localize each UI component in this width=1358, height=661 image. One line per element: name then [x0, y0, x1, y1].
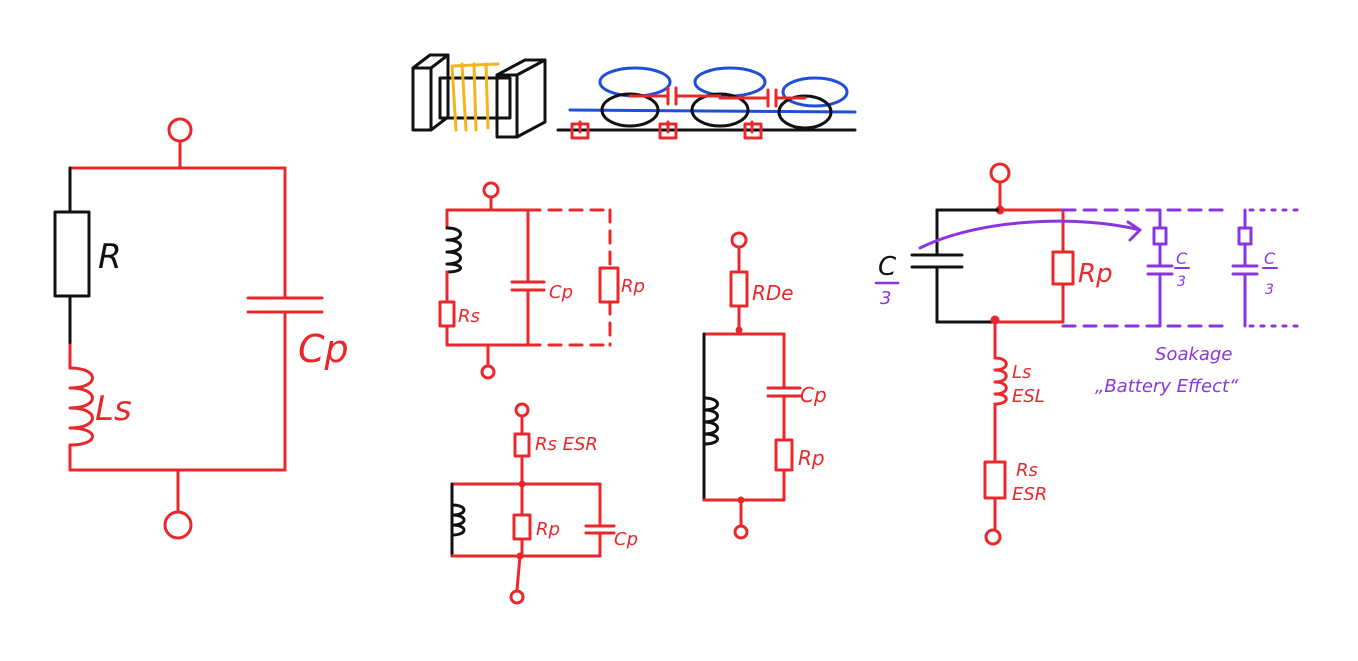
winding-capacitance-sketch — [556, 66, 857, 140]
label-e-esl: ESL — [1012, 386, 1045, 407]
winding-icon — [450, 62, 500, 132]
terminal-top — [167, 117, 193, 143]
label-e-esr: ESR — [1012, 484, 1047, 505]
label-b-cp: Cp — [549, 282, 573, 303]
terminal-bottom — [163, 510, 193, 540]
label-e-branch1-den: 3 — [1177, 274, 1186, 290]
label-d-rp: Rp — [798, 446, 825, 470]
label-d-cp: Cp — [800, 383, 827, 407]
circuit-a-inductor-model: R Ls Cp — [53, 117, 349, 540]
label-e-ls: Ls — [1012, 362, 1031, 383]
label-c-rp: Rp — [536, 519, 560, 540]
label-d-rde: RDe — [752, 281, 794, 305]
label-e-c-num: C — [878, 252, 897, 282]
arrow-icon — [918, 219, 1142, 250]
label-cp: Cp — [298, 327, 349, 371]
label-soakage: Soakage — [1155, 344, 1232, 365]
label-e-c-den: 3 — [880, 288, 891, 309]
label-e-branch1-num: C — [1176, 249, 1188, 268]
label-c-cp: Cp — [614, 529, 638, 550]
label-e-branch2-num: C — [1264, 249, 1276, 268]
label-e-rp: Rp — [1078, 259, 1113, 289]
label-battery-effect: „Battery Effect“ — [1095, 376, 1239, 397]
inductor-core-sketch — [411, 53, 547, 139]
label-e-branch2-den: 3 — [1265, 282, 1274, 298]
circuit-e-capacitor-model: C 3 Rp C 3 C 3 Ls ESL Rs ESR Soakage „Ba… — [874, 162, 1302, 546]
label-c-rs-esr: Rs ESR — [535, 434, 598, 455]
resistor-r — [53, 210, 91, 298]
label-e-rs: Rs — [1016, 460, 1038, 481]
circuit-d-damped-model: RDe Cp Rp — [702, 231, 827, 540]
circuit-c-esr-model: Rs ESR Rp Cp — [450, 402, 638, 605]
label-b-rp: Rp — [621, 276, 645, 297]
label-ls: Ls — [95, 389, 132, 429]
inductor-ls — [68, 366, 94, 447]
circuit-b-parallel-model: Rs Cp Rp — [438, 181, 645, 380]
label-r: R — [98, 237, 122, 277]
label-b-rs: Rs — [458, 306, 480, 327]
